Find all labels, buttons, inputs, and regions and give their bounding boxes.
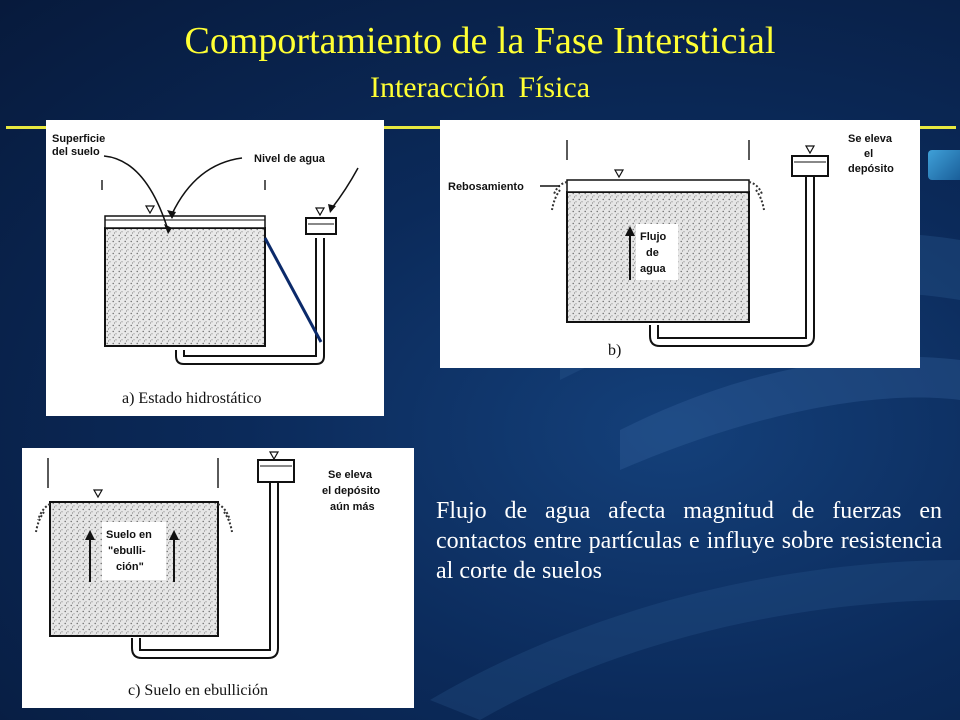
label-surface-line2: del suelo <box>52 146 100 158</box>
slide-title: Comportamiento de la Fase Intersticial <box>184 20 776 62</box>
slide-subtitle: Interacción Física <box>369 71 591 104</box>
diagram-upward-flow-drawing: Flujo de agua Rebosamiento Se eleva el d… <box>448 133 894 347</box>
label-boil-line1: Suelo en <box>106 529 152 541</box>
label-rise-more-line1: Se eleva <box>328 469 373 481</box>
label-water-level: Nivel de agua <box>254 153 326 165</box>
caption-hydrostatic: a) Estado hidrostático <box>122 390 262 407</box>
diagram-upward-flow: Flujo de agua Rebosamiento Se eleva el d… <box>440 120 920 368</box>
label-rise-line3: depósito <box>848 163 894 175</box>
label-rise-line2: el <box>864 148 873 160</box>
label-rise-more-line3: aún más <box>330 501 375 513</box>
slide-body-text: Flujo de agua afecta magnitud de fuerzas… <box>436 498 942 584</box>
label-flow-line3: agua <box>640 263 667 275</box>
label-flow-line1: Flujo <box>640 231 667 243</box>
diagram-hydrostatic: Superficie del suelo Nivel de agua a) Es… <box>46 120 384 416</box>
label-surface-line1: Superficie <box>52 133 105 145</box>
caption-boiling-soil: c) Suelo en ebullición <box>128 682 268 699</box>
diagram-boiling-soil-drawing: Suelo en "ebulli- ción" Se eleva el depó… <box>35 451 380 659</box>
caption-upward-flow: b) <box>608 342 622 359</box>
label-rise-line1: Se eleva <box>848 133 893 145</box>
label-rise-more-line2: el depósito <box>322 485 380 497</box>
label-overflow: Rebosamiento <box>448 181 524 193</box>
label-flow-line2: de <box>646 247 659 259</box>
diagram-hydrostatic-drawing: Superficie del suelo Nivel de agua <box>52 133 359 365</box>
label-boil-line2: "ebulli- <box>108 545 146 557</box>
decorative-accent <box>928 150 960 180</box>
diagram-boiling-soil: Suelo en "ebulli- ción" Se eleva el depó… <box>22 448 414 708</box>
label-boil-line3: ción" <box>116 561 144 573</box>
